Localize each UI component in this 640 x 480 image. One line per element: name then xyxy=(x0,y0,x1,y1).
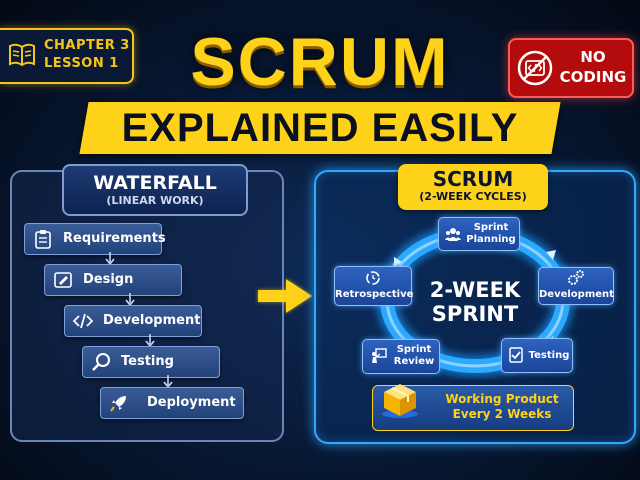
node-label: Sprint xyxy=(396,344,432,355)
waterfall-step-requirements: Requirements xyxy=(24,223,166,255)
waterfall-subheading: (LINEAR WORK) xyxy=(106,194,204,207)
page-subtitle: EXPLAINED EASILY xyxy=(121,106,519,150)
gears-icon xyxy=(568,270,584,285)
right-arrow-icon xyxy=(258,279,312,313)
step-label: Testing xyxy=(121,354,174,369)
scrum-heading-box: SCRUM (2-WEEK CYCLES) xyxy=(398,164,548,210)
scrum-subheading: (2-WEEK CYCLES) xyxy=(419,190,527,203)
rocket-icon xyxy=(110,396,126,412)
no-label: NO xyxy=(580,48,606,66)
step-label: Requirements xyxy=(63,231,166,246)
chapter-label: CHAPTER 3 xyxy=(44,38,130,53)
node-label: Retrospective xyxy=(335,289,414,300)
page-title: SCRUM xyxy=(190,24,450,100)
chapter-badge: CHAPTER 3 LESSON 1 xyxy=(0,28,134,84)
waterfall-heading-box: WATERFALL (LINEAR WORK) xyxy=(62,164,248,216)
book-icon xyxy=(9,43,35,67)
code-icon xyxy=(73,313,93,329)
node-retrospective: Retrospective xyxy=(334,266,414,306)
no-coding-badge: NO CODING xyxy=(508,38,634,98)
node-sprint-planning: Sprint Planning xyxy=(438,217,520,251)
step-label: Design xyxy=(83,272,134,287)
cycle-icon xyxy=(366,271,380,285)
waterfall-step-testing: Testing xyxy=(82,346,220,378)
step-label: Deployment xyxy=(147,395,236,410)
waterfall-step-development: Development xyxy=(64,305,202,337)
lesson-label: LESSON 1 xyxy=(44,56,119,71)
node-testing: Testing xyxy=(501,338,573,373)
working-product-line1: Working Product xyxy=(445,392,559,406)
node-label: Testing xyxy=(528,350,570,361)
sprint-center-label: 2-WEEK SPRINT xyxy=(415,278,535,326)
sprint-word: SPRINT xyxy=(431,302,519,326)
box-icon xyxy=(382,384,418,418)
sprint-duration: 2-WEEK xyxy=(429,278,521,302)
waterfall-step-deployment: Deployment xyxy=(100,387,244,419)
design-icon xyxy=(54,272,72,288)
node-label: Review xyxy=(393,356,435,367)
scrum-heading: SCRUM xyxy=(432,167,514,191)
waterfall-heading: WATERFALL xyxy=(93,172,217,194)
magnifier-icon xyxy=(92,353,110,371)
working-product-line2: Every 2 Weeks xyxy=(452,407,552,421)
presentation-icon xyxy=(372,348,387,363)
node-label: Planning xyxy=(466,234,516,245)
node-development: Development xyxy=(538,267,614,305)
node-sprint-review: Sprint Review xyxy=(362,339,440,374)
no-code-icon xyxy=(517,50,553,86)
step-label: Development xyxy=(103,313,201,328)
coding-label: CODING xyxy=(559,68,627,86)
working-product-label: Working Product Every 2 Weeks xyxy=(436,392,568,422)
checklist-icon xyxy=(509,347,523,363)
node-label: Development xyxy=(539,289,614,300)
clipboard-icon xyxy=(35,230,51,249)
waterfall-step-design: Design xyxy=(44,264,182,296)
node-label: Sprint xyxy=(473,222,509,233)
team-icon xyxy=(445,228,461,241)
